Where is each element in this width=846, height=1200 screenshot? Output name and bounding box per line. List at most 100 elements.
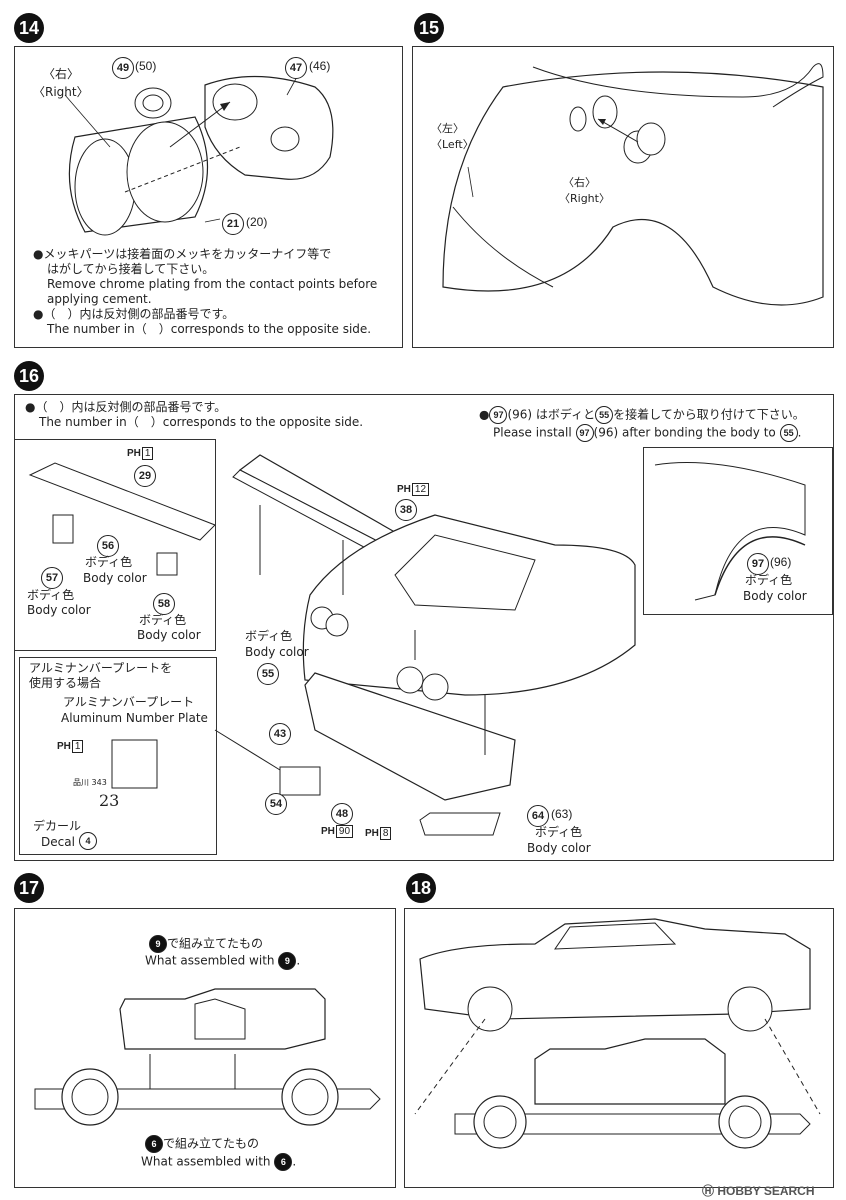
body-color-97-jp: ボディ色 xyxy=(745,573,793,587)
right-label-en-15: 〈Right〉 xyxy=(559,192,610,205)
step-15-badge: 15 xyxy=(414,13,444,43)
step-16-drawing xyxy=(28,454,806,836)
step-number: 17 xyxy=(18,877,40,898)
step-15-panel: 〈左〉 〈Left〉 〈右〉 〈Right〉 xyxy=(412,46,834,348)
watermark-prefix: Ⓗ HOBBY xyxy=(702,1184,761,1198)
step-number: 15 xyxy=(418,17,440,38)
ph-label: PH xyxy=(57,741,71,752)
left-label-en: 〈Left〉 xyxy=(431,138,474,151)
ph-label: PH xyxy=(365,828,379,839)
period: . xyxy=(296,953,301,968)
right-label-jp-15: 〈右〉 xyxy=(563,176,596,189)
part-48-number: 48 xyxy=(331,803,353,825)
note-chrome-jp: ●メッキパーツは接着面のメッキをカッターナイフ等で xyxy=(33,247,332,261)
step-number: 18 xyxy=(410,877,432,898)
step-17-badge: 17 xyxy=(14,873,44,903)
body-color-55-en: Body color xyxy=(245,645,309,659)
ph-box: 12 xyxy=(411,483,430,496)
step-14-badge: 14 xyxy=(14,13,44,43)
install-en-mid: (96) after bonding the body to xyxy=(593,425,776,440)
body-color-64-en: Body color xyxy=(527,841,591,855)
ph-box: 90 xyxy=(335,825,354,838)
assembled-9-jp-text: で組み立てたもの xyxy=(167,936,264,951)
step-16-badge: 16 xyxy=(14,361,44,391)
right-label-jp: 〈右〉 xyxy=(43,67,80,81)
install-jp-post: を接着してから取り付けて下さい。 xyxy=(613,407,805,422)
body-color-57-en: Body color xyxy=(27,603,91,617)
assembled-9-en: What assembled with 9. xyxy=(145,952,300,970)
step-17-drawing xyxy=(34,988,381,1126)
left-label-jp: 〈左〉 xyxy=(431,122,464,135)
ph-label: PH xyxy=(321,826,335,837)
spoiler-inset xyxy=(15,439,216,651)
body-color-57-jp: ボディ色 xyxy=(27,588,75,602)
part-50-number: (50) xyxy=(135,59,157,73)
note-opposite-jp: ●（ ）内は反対側の部品番号です。 xyxy=(33,307,235,321)
body-color-56-jp: ボディ色 xyxy=(85,555,133,569)
body-color-56-en: Body color xyxy=(83,571,147,585)
part-43-number: 43 xyxy=(269,723,291,745)
part-97-number: 97 xyxy=(747,553,769,575)
step-6-ref: 6 xyxy=(145,1135,163,1153)
step-9-ref: 9 xyxy=(278,952,297,970)
step-15-drawing xyxy=(442,63,824,306)
step-14-drawing xyxy=(64,74,334,236)
part-97-ref: 97 xyxy=(575,424,594,442)
note-chrome-jp-2: はがしてから接着して下さい。 xyxy=(47,262,215,276)
assembled-6-en: What assembled with 6. xyxy=(141,1153,296,1171)
part-97-ref: 97 xyxy=(489,406,508,424)
part-29-number: 29 xyxy=(134,465,156,487)
ph-box: 1 xyxy=(71,740,84,753)
assembled-6-en-text: What assembled with xyxy=(141,1154,271,1169)
step-18-drawing xyxy=(414,918,821,1149)
install-note-en: Please install 97(96) after bonding the … xyxy=(493,424,801,442)
part-54-number: 54 xyxy=(265,793,287,815)
alum-title-jp-1: アルミナンバープレートを xyxy=(29,661,173,675)
step-14-panel: 〈右〉 〈Right〉 49 (50) 47 (46) 21 (20) ●メッキ… xyxy=(14,46,403,348)
assembled-6-jp-text: で組み立てたもの xyxy=(163,1136,260,1151)
alum-title-jp-2: 使用する場合 xyxy=(29,676,102,690)
part-47-number: 47 xyxy=(285,57,307,79)
assembled-9-en-text: What assembled with xyxy=(145,953,275,968)
install-en-pre: Please install xyxy=(493,425,572,440)
right-label-en: 〈Right〉 xyxy=(33,85,89,99)
body-color-55-jp: ボディ色 xyxy=(245,629,293,643)
install-jp-pre: ● xyxy=(479,407,490,422)
opposite-note-jp: ●（ ）内は反対側の部品番号です。 xyxy=(25,400,227,414)
plate-big-number: 23 xyxy=(99,791,120,810)
body-color-58-jp: ボディ色 xyxy=(139,613,187,627)
watermark-suffix: SEARCH xyxy=(763,1184,815,1198)
part-38-number: 38 xyxy=(395,499,417,521)
part-63-number: (63) xyxy=(551,807,573,821)
step-number: 14 xyxy=(18,17,40,38)
ph-label: PH xyxy=(127,448,141,459)
body-color-97-en: Body color xyxy=(743,589,807,603)
part-64-number: 64 xyxy=(527,805,549,827)
hobby-search-watermark: Ⓗ HOBBY SEARCH xyxy=(702,1182,814,1199)
part-57-number: 57 xyxy=(41,567,63,589)
part-20-number: (20) xyxy=(246,215,268,229)
part-55-ref: 55 xyxy=(779,424,798,442)
part-56-number: 56 xyxy=(97,535,119,557)
alum-name-en: Aluminum Number Plate xyxy=(61,711,208,725)
part-96-number: (96) xyxy=(770,555,792,569)
step-9-ref: 9 xyxy=(149,935,167,953)
note-chrome-en-2: applying cement. xyxy=(47,292,152,306)
step-18-panel xyxy=(404,908,834,1188)
part-46-number: (46) xyxy=(309,59,331,73)
part-21-number: 21 xyxy=(222,213,244,235)
alum-name-jp: アルミナンバープレート xyxy=(63,695,195,709)
step-16-panel: ●（ ）内は反対側の部品番号です。 The number in（ ）corres… xyxy=(14,394,834,861)
number-plate-inset xyxy=(19,657,217,855)
part-58-number: 58 xyxy=(153,593,175,615)
fender-inset xyxy=(643,447,833,615)
step-18-badge: 18 xyxy=(406,873,436,903)
